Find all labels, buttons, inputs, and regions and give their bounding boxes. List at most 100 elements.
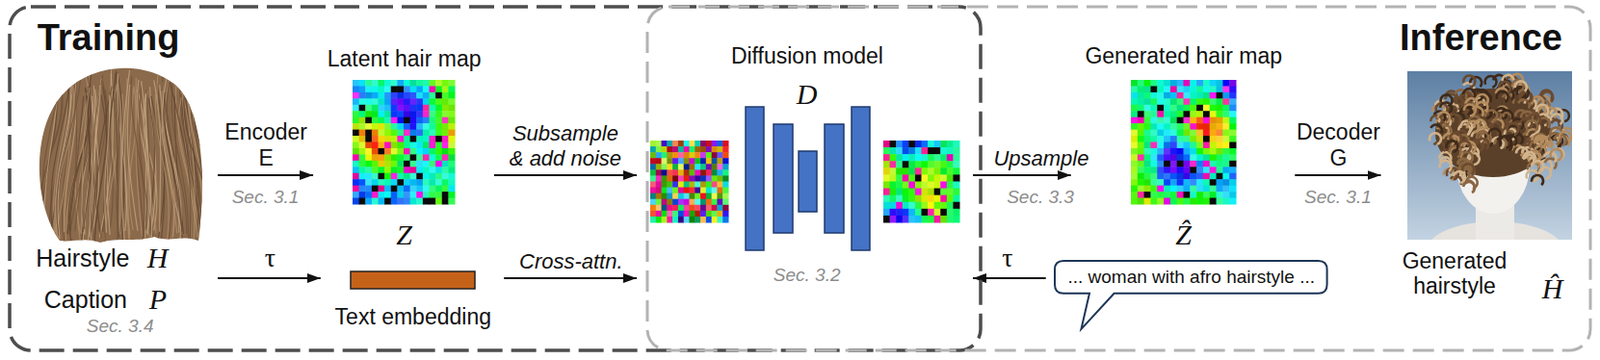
map-cell xyxy=(902,188,910,197)
map-cell xyxy=(934,167,942,176)
hair-strand xyxy=(131,76,145,243)
map-cell xyxy=(883,195,891,204)
map-cell xyxy=(447,104,455,112)
map-cell xyxy=(403,198,411,206)
map-cell xyxy=(1222,191,1230,199)
map-cell xyxy=(895,188,903,197)
map-cell xyxy=(403,148,411,156)
map-cell xyxy=(391,130,398,137)
model-title: Diffusion model xyxy=(730,43,885,69)
map-cell xyxy=(378,166,386,174)
map-cell xyxy=(403,179,411,186)
map-cell xyxy=(672,163,679,171)
hair-strand xyxy=(56,78,81,236)
map-cell xyxy=(422,173,430,181)
map-cell xyxy=(391,104,398,112)
map-cell xyxy=(694,205,701,212)
map-cell xyxy=(391,148,398,156)
map-cell xyxy=(1203,160,1210,168)
hair-map-image xyxy=(1130,79,1237,206)
section-ref: Sec. 3.4 xyxy=(85,315,155,338)
edge-label: Upsample xyxy=(992,146,1090,171)
map-cell xyxy=(1150,130,1157,137)
map-cell xyxy=(1170,110,1178,118)
curl xyxy=(1489,129,1501,141)
map-cell xyxy=(442,173,449,181)
map-cell xyxy=(1163,191,1171,199)
map-cell xyxy=(672,182,679,189)
map-cell xyxy=(1203,166,1210,174)
map-cell xyxy=(422,166,430,174)
map-cell xyxy=(1222,185,1230,193)
map-cell xyxy=(1222,79,1230,87)
map-cell xyxy=(672,193,679,201)
map-cell xyxy=(1170,154,1178,161)
map-cell xyxy=(934,202,942,210)
map-cell xyxy=(384,110,392,118)
map-cell xyxy=(1222,104,1230,112)
map-cell xyxy=(1150,135,1157,143)
map-cell xyxy=(655,175,662,183)
input-label: Hairstyle xyxy=(34,244,131,273)
map-cell xyxy=(410,160,418,168)
map-cell xyxy=(1177,79,1184,87)
map-cell xyxy=(378,154,386,161)
map-cell xyxy=(722,175,729,183)
map-cell xyxy=(429,123,437,131)
map-cell xyxy=(1229,179,1236,186)
map-cell xyxy=(410,154,418,161)
map-cell xyxy=(1229,130,1236,137)
map-cell xyxy=(1170,166,1178,174)
map-cell xyxy=(1222,98,1230,105)
map-cell xyxy=(952,188,960,197)
curl xyxy=(1446,168,1459,181)
map-cell xyxy=(396,79,404,87)
map-cell xyxy=(890,182,897,190)
map-cell xyxy=(1222,173,1230,181)
map-cell xyxy=(1137,92,1145,100)
edge-label: Encoder E xyxy=(224,119,309,171)
map-cell xyxy=(378,92,386,100)
map-cell xyxy=(1156,85,1164,93)
map-cell xyxy=(706,140,712,148)
map-cell xyxy=(410,117,418,125)
map-cell xyxy=(661,163,668,171)
map-cell xyxy=(1163,179,1171,186)
map-cell xyxy=(694,140,701,148)
map-cell xyxy=(359,117,367,125)
map-cell xyxy=(1196,117,1204,125)
map-cell xyxy=(410,198,418,206)
map-cell xyxy=(921,174,929,183)
map-cell xyxy=(359,110,367,118)
map-cell xyxy=(365,185,372,193)
map-cell xyxy=(422,179,430,186)
curl xyxy=(1476,138,1489,150)
map-cell xyxy=(435,191,443,199)
map-cell xyxy=(952,202,960,210)
map-cell xyxy=(1216,179,1224,186)
map-cell xyxy=(447,79,455,87)
map-cell xyxy=(1177,135,1184,143)
map-cell xyxy=(1130,123,1138,131)
map-cell xyxy=(1130,142,1138,150)
map-cell xyxy=(1196,160,1204,168)
map-cell xyxy=(1229,185,1236,193)
map-cell xyxy=(1196,154,1204,161)
map-cell xyxy=(352,110,360,118)
map-cell xyxy=(1229,98,1236,105)
map-cell xyxy=(706,193,712,201)
map-cell xyxy=(1189,110,1197,118)
map-cell xyxy=(689,182,696,189)
map-cell xyxy=(1144,117,1152,125)
section-ref: Sec. 3.1 xyxy=(1304,186,1372,209)
map-cell xyxy=(1137,98,1145,105)
map-cell xyxy=(447,85,455,93)
map-cell xyxy=(883,202,891,210)
curl xyxy=(1531,175,1544,185)
map-cell xyxy=(378,173,386,181)
region-heading: Inference xyxy=(1399,17,1564,60)
map-cell xyxy=(934,195,942,204)
map-cell xyxy=(1216,154,1224,161)
map-cell xyxy=(403,123,411,131)
map-cell xyxy=(921,147,929,156)
